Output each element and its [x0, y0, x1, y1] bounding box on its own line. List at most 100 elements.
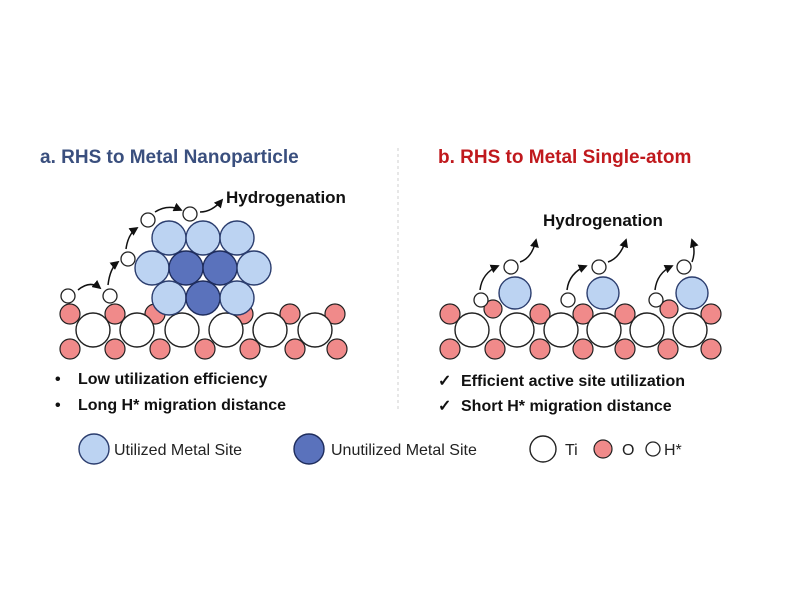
- oxygen-atom: [59, 338, 81, 360]
- oxygen-atom: [59, 303, 81, 325]
- panel-a-bullet-2: Long H* migration distance: [78, 397, 286, 414]
- legend-o-label: O: [622, 442, 634, 459]
- hydrogenation-arrow: [690, 238, 699, 263]
- titanium-atom: [75, 312, 111, 348]
- oxygen-atom: [700, 338, 722, 360]
- unutilized-metal-atom: [185, 280, 221, 316]
- panel-b-bullet-1: Efficient active site utilization: [461, 373, 685, 390]
- oxygen-atom: [529, 303, 551, 325]
- panel-b-bullet-2: Short H* migration distance: [461, 398, 672, 415]
- titanium-atom: [672, 312, 708, 348]
- oxygen-atom: [194, 338, 216, 360]
- oxygen-atom: [104, 303, 126, 325]
- hydrogenation-arrow: [607, 238, 628, 263]
- titanium-atom: [586, 312, 622, 348]
- migration-arrow: [479, 264, 500, 291]
- hydrogen-atom: [503, 259, 519, 275]
- oxygen-atom: [324, 303, 346, 325]
- oxygen-atom: [614, 303, 636, 325]
- hydrogen-atom: [591, 259, 607, 275]
- unutilized-metal-atom: [202, 250, 238, 286]
- oxygen-atom: [659, 299, 679, 319]
- oxygen-atom: [483, 299, 503, 319]
- hydrogenation-arrow: [519, 238, 539, 263]
- titanium-atom: [252, 312, 288, 348]
- legend-unutilized-swatch: [293, 433, 325, 465]
- legend-o-swatch: [593, 439, 613, 459]
- migration-arrow: [154, 202, 183, 213]
- hydrogen-atom: [140, 212, 156, 228]
- unutilized-metal-atom: [168, 250, 204, 286]
- oxygen-atom: [614, 338, 636, 360]
- oxygen-atom: [284, 338, 306, 360]
- panel-a-support: [59, 303, 348, 360]
- panel-b-hydrogen-migration: [473, 238, 699, 308]
- panel-b-check-icon: ✓: [438, 373, 451, 390]
- migration-arrow: [77, 279, 102, 291]
- hydrogen-atom: [102, 288, 118, 304]
- panel-a-bullet-marker: •: [55, 371, 61, 388]
- hydrogenation-arrow: [199, 198, 224, 213]
- titanium-atom: [297, 312, 333, 348]
- migration-arrow: [566, 264, 588, 291]
- utilized-metal-atom: [185, 220, 221, 256]
- hydrogen-atom: [676, 259, 692, 275]
- hydrogen-atom: [473, 292, 489, 308]
- hydrogen-atom: [120, 251, 136, 267]
- panel-b-single-atoms: [498, 276, 709, 310]
- panel-b-title: b. RHS to Metal Single-atom: [438, 147, 691, 168]
- oxygen-atom: [529, 338, 551, 360]
- utilized-metal-atom: [151, 280, 187, 316]
- utilized-metal-atom: [586, 276, 620, 310]
- panel-a-bullet-marker: •: [55, 397, 61, 414]
- titanium-atom: [119, 312, 155, 348]
- oxygen-atom: [149, 338, 171, 360]
- panel-a-bullet-1: Low utilization efficiency: [78, 371, 267, 388]
- oxygen-atom: [239, 338, 261, 360]
- utilized-metal-atom: [498, 276, 532, 310]
- oxygen-atom: [572, 338, 594, 360]
- utilized-metal-atom: [151, 220, 187, 256]
- oxygen-atom: [326, 338, 348, 360]
- utilized-metal-atom: [219, 220, 255, 256]
- hydrogen-atom: [560, 292, 576, 308]
- oxygen-atom: [657, 338, 679, 360]
- panel-a-title: a. RHS to Metal Nanoparticle: [40, 147, 299, 168]
- titanium-atom: [454, 312, 490, 348]
- migration-arrow: [107, 260, 120, 286]
- oxygen-atom: [279, 303, 301, 325]
- oxygen-atom: [439, 338, 461, 360]
- utilized-metal-atom: [134, 250, 170, 286]
- titanium-atom: [629, 312, 665, 348]
- utilized-metal-atom: [236, 250, 272, 286]
- oxygen-atom: [104, 338, 126, 360]
- migration-arrow: [654, 264, 674, 291]
- migration-arrow: [125, 227, 139, 250]
- panel-b-check-icon: ✓: [438, 398, 451, 415]
- titanium-atom: [164, 312, 200, 348]
- titanium-atom: [499, 312, 535, 348]
- hydrogen-atom: [648, 292, 664, 308]
- hydrogen-atom: [182, 206, 198, 222]
- panel-b-hydrogenation-label: Hydrogenation: [543, 211, 663, 230]
- panel-b-support: [439, 299, 722, 360]
- oxygen-atom: [572, 303, 594, 325]
- legend-unutilized-label: Unutilized Metal Site: [331, 442, 477, 459]
- hydrogen-atom: [60, 288, 76, 304]
- panel-a-hydrogen-migration: [60, 198, 224, 304]
- legend-utilized-swatch: [78, 433, 110, 465]
- titanium-atom: [208, 312, 244, 348]
- legend: Utilized Metal Site Unutilized Metal Sit…: [78, 433, 682, 465]
- utilized-metal-atom: [675, 276, 709, 310]
- utilized-metal-atom: [219, 280, 255, 316]
- oxygen-atom: [700, 303, 722, 325]
- legend-h-label: H*: [664, 442, 682, 459]
- titanium-atom: [543, 312, 579, 348]
- oxygen-atom: [439, 303, 461, 325]
- oxygen-atom: [484, 338, 506, 360]
- legend-utilized-label: Utilized Metal Site: [114, 442, 242, 459]
- panel-a-hydrogenation-label: Hydrogenation: [226, 188, 346, 207]
- legend-ti-label: Ti: [565, 442, 578, 459]
- legend-ti-swatch: [529, 435, 557, 463]
